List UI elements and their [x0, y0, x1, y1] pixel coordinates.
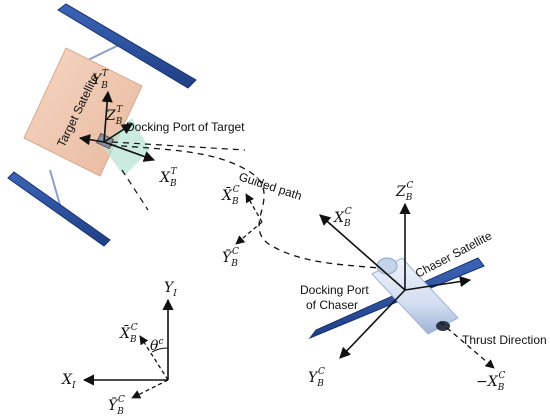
target-dashed-lines — [111, 141, 246, 211]
chaser-thrust-axis — [439, 321, 495, 369]
chaser-negx-axis-label: −XBC — [476, 371, 505, 393]
inertial-rotated-frame — [131, 335, 169, 399]
docking-port-target-label: Docking Port of Target — [126, 120, 245, 134]
guided-y-axis-label: ȲBC — [222, 247, 239, 269]
inertial-xbar-label: X̄BC — [119, 323, 138, 345]
guided-frame — [235, 193, 263, 245]
chaser-thruster-nozzle — [436, 321, 450, 331]
inertial-x-axis-label: XI — [61, 372, 76, 391]
docking-port-chaser-label-line2: of Chaser — [306, 298, 358, 312]
target-z-axis-label: ZBT — [105, 105, 123, 127]
target-satellite-icon — [7, 3, 197, 247]
chaser-z-axis-label: ZBC — [395, 181, 414, 203]
chaser-x-axis-label: XBC — [333, 207, 352, 229]
inertial-y-axis-label: YI — [164, 280, 177, 299]
target-y-axis-label: YBT — [92, 69, 109, 91]
theta-angle-arc — [151, 347, 169, 353]
target-upper-solar-panel — [57, 3, 197, 89]
guided-path-curve — [109, 144, 381, 269]
docking-port-chaser-label-line1: Docking Port — [300, 283, 369, 297]
inertial-frame — [82, 298, 174, 386]
guided-path-label: Guided path — [237, 170, 304, 204]
thrust-direction-label: Thrust Direction — [462, 333, 547, 347]
chaser-body-frame — [319, 202, 472, 359]
chaser-y-axis-label: YBC — [308, 367, 325, 389]
target-lower-solar-panel — [7, 171, 111, 247]
inertial-ybar-label: ȲBC — [108, 395, 125, 417]
guided-x-axis-label: X̄BC — [221, 185, 240, 207]
target-x-axis-label: XBT — [159, 167, 178, 189]
target-docking-cone — [102, 118, 150, 176]
theta-label: θc — [150, 337, 163, 354]
